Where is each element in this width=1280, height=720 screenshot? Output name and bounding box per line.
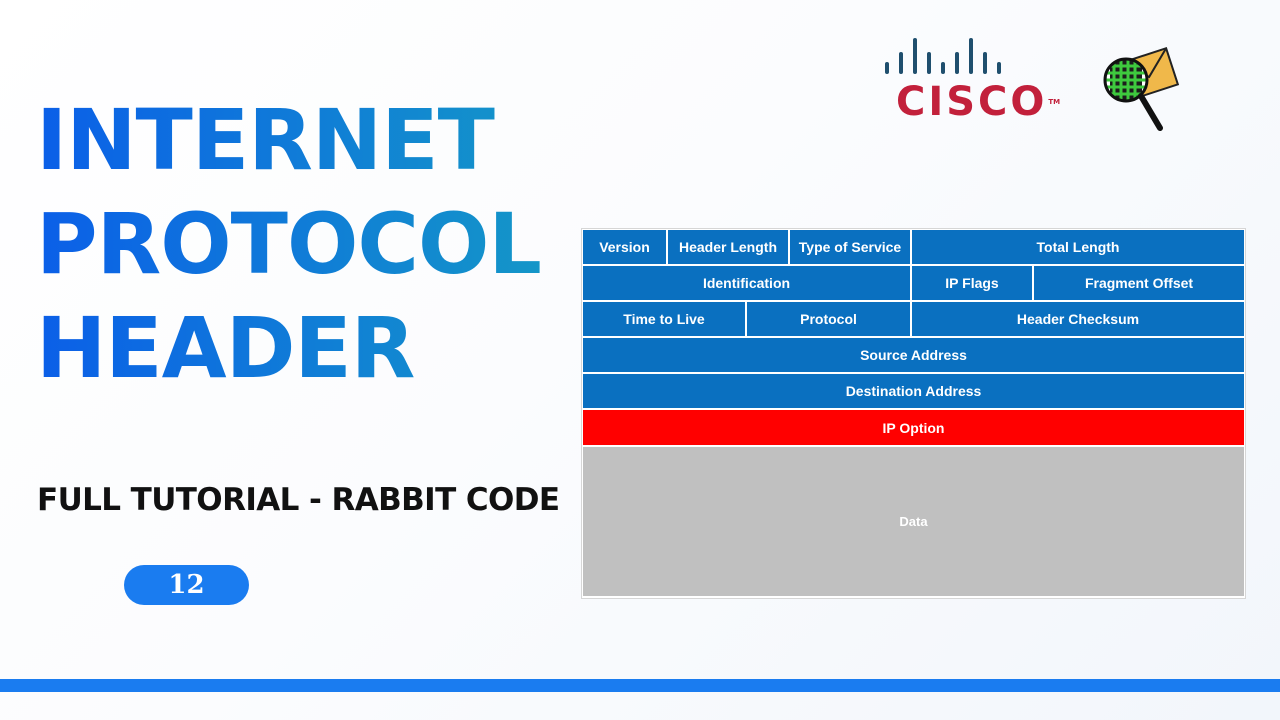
title-line-2: PROTOCOL <box>36 195 541 293</box>
field-time-to-live: Time to Live <box>583 302 745 336</box>
field-type-of-service: Type of Service <box>790 230 910 264</box>
packet-inspect-icon <box>1103 47 1180 131</box>
cisco-brand-text: CISCO <box>896 79 1048 125</box>
header-row-7: Data <box>583 447 1244 596</box>
field-data: Data <box>583 447 1244 596</box>
field-ip-option: IP Option <box>583 410 1244 445</box>
field-total-length: Total Length <box>912 230 1244 264</box>
field-identification: Identification <box>583 266 910 300</box>
cisco-wordmark: CISCOTM <box>896 80 1060 124</box>
field-protocol: Protocol <box>747 302 910 336</box>
episode-badge: 12 <box>124 565 249 605</box>
field-source-address: Source Address <box>583 338 1244 372</box>
title-line-1: INTERNET <box>36 91 494 189</box>
cisco-trademark: TM <box>1048 98 1061 106</box>
page-title: INTERNET PROTOCOL HEADER <box>36 88 541 400</box>
header-row-5: Destination Address <box>583 374 1244 408</box>
field-fragment-offset: Fragment Offset <box>1034 266 1244 300</box>
ip-header-diagram: Version Header Length Type of Service To… <box>581 228 1246 599</box>
header-row-4: Source Address <box>583 338 1244 372</box>
header-row-1: Version Header Length Type of Service To… <box>583 230 1244 264</box>
cisco-logo: CISCOTM <box>880 38 1060 128</box>
header-row-6: IP Option <box>583 410 1244 445</box>
field-header-checksum: Header Checksum <box>912 302 1244 336</box>
subtitle: FULL TUTORIAL - RABBIT CODE <box>37 482 560 518</box>
title-line-3: HEADER <box>36 299 415 397</box>
bottom-accent-bar <box>0 679 1280 692</box>
field-ip-flags: IP Flags <box>912 266 1032 300</box>
field-destination-address: Destination Address <box>583 374 1244 408</box>
header-row-2: Identification IP Flags Fragment Offset <box>583 266 1244 300</box>
field-header-length: Header Length <box>668 230 788 264</box>
cisco-bars-icon <box>885 38 1040 74</box>
field-version: Version <box>583 230 666 264</box>
header-row-3: Time to Live Protocol Header Checksum <box>583 302 1244 336</box>
